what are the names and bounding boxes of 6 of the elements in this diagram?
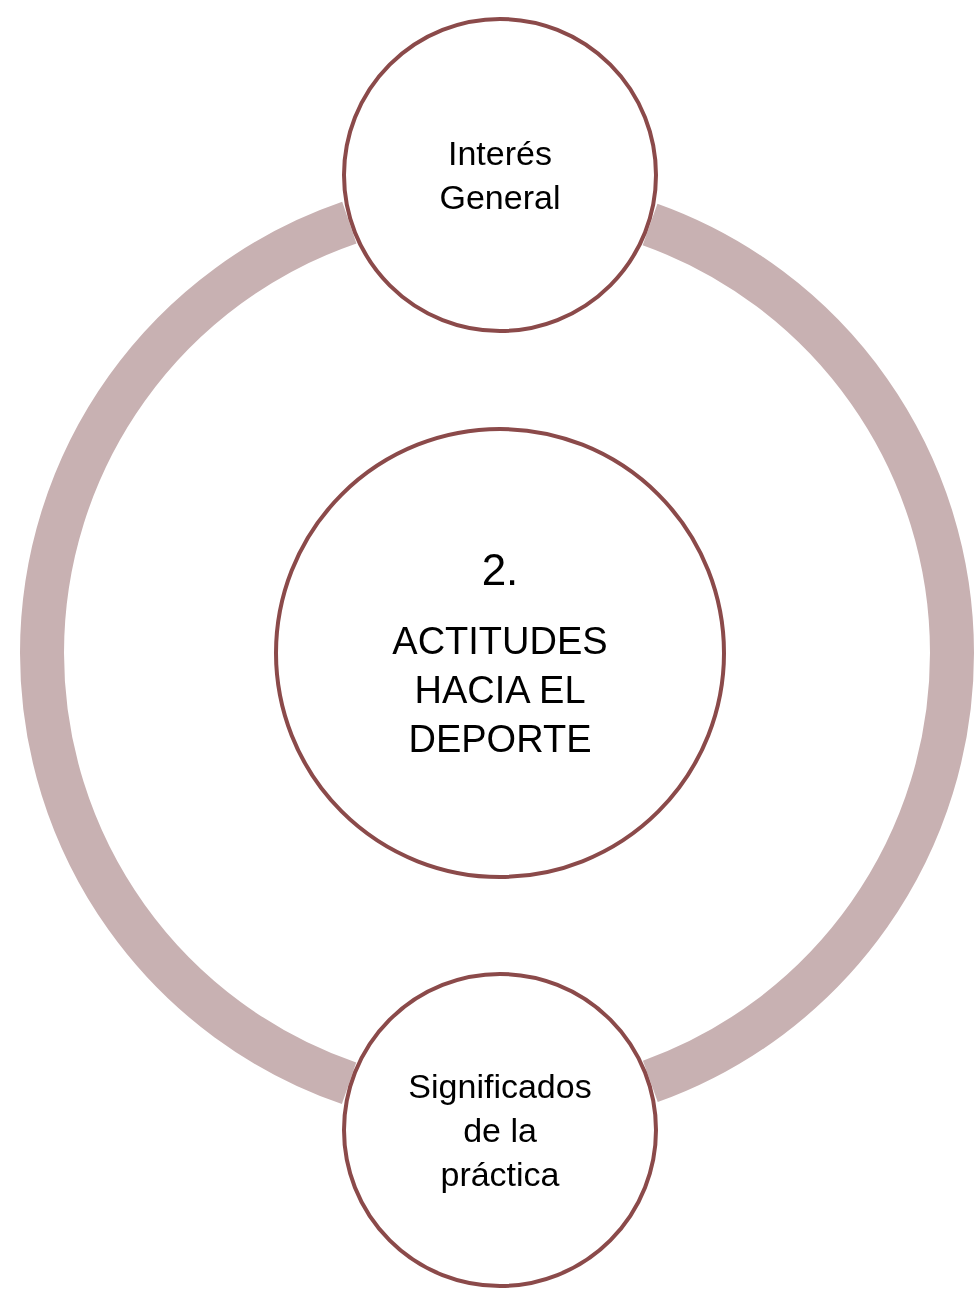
node-label: Significados de la práctica	[407, 1065, 593, 1196]
ring-arc-connector	[641, 204, 974, 1102]
ring-arc-connector	[20, 202, 358, 1104]
node-number: 2.	[481, 544, 519, 597]
node-label: Interés General	[438, 132, 562, 218]
node-label: ACTITUDES HACIA EL DEPORTE	[391, 618, 609, 763]
